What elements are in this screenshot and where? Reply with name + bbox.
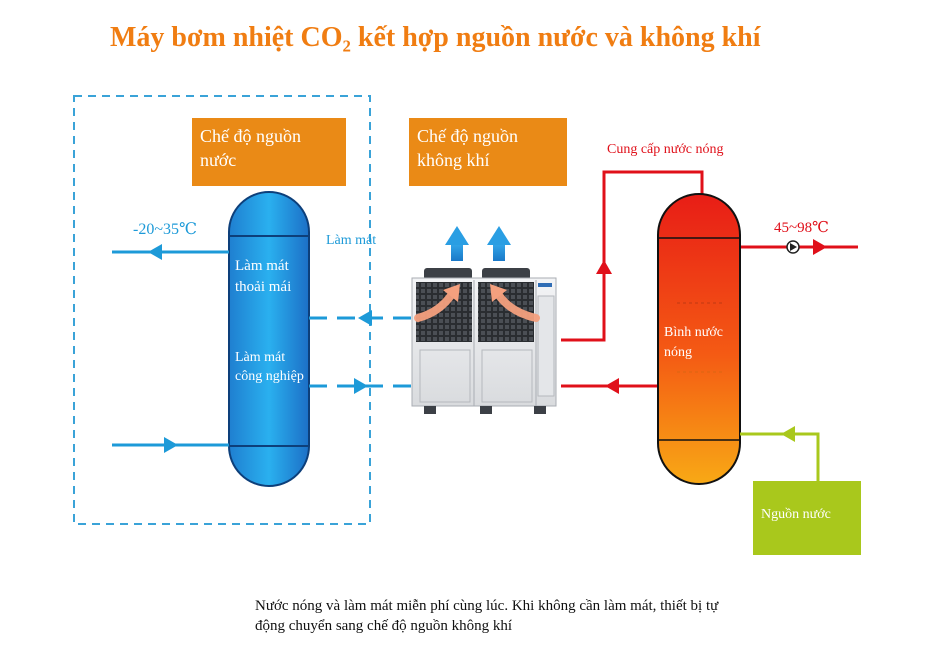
hot-temperature-label: 45~98℃ [774, 220, 829, 236]
hot-tank-label: Bình nước nóng [664, 325, 723, 360]
water-source-mode-label: Chế độ nguồn nước [192, 118, 346, 186]
water-source-frame [73, 95, 371, 525]
hot-water-circuit [561, 170, 858, 394]
cold-water-lines [112, 244, 412, 453]
caption: Nước nóng và làm mát miễn phí cùng lúc. … [255, 598, 719, 634]
heat-pump-unit [411, 268, 557, 414]
water-source-line [740, 426, 820, 482]
hot-water-supply-label: Cung cấp nước nóng [607, 142, 724, 157]
cooling-tank [228, 191, 310, 487]
hot-water-tank [657, 193, 741, 485]
page-title: Máy bơm nhiệt CO₂ kết hợp nguồn nước và … [110, 22, 761, 53]
water-source-label: Nguồn nước [761, 507, 831, 522]
comfort-cooling-label: Làm mát thoải mái [235, 258, 292, 295]
airflow-up-arrows [445, 226, 511, 261]
water-source-box [753, 481, 861, 555]
industrial-cooling-label: Làm mát công nghiệp [235, 350, 304, 384]
cooling-label: Làm mát [326, 233, 377, 248]
air-source-mode-label: Chế độ nguồn không khí [409, 118, 567, 186]
cold-temperature-label: -20~35℃ [133, 221, 197, 238]
